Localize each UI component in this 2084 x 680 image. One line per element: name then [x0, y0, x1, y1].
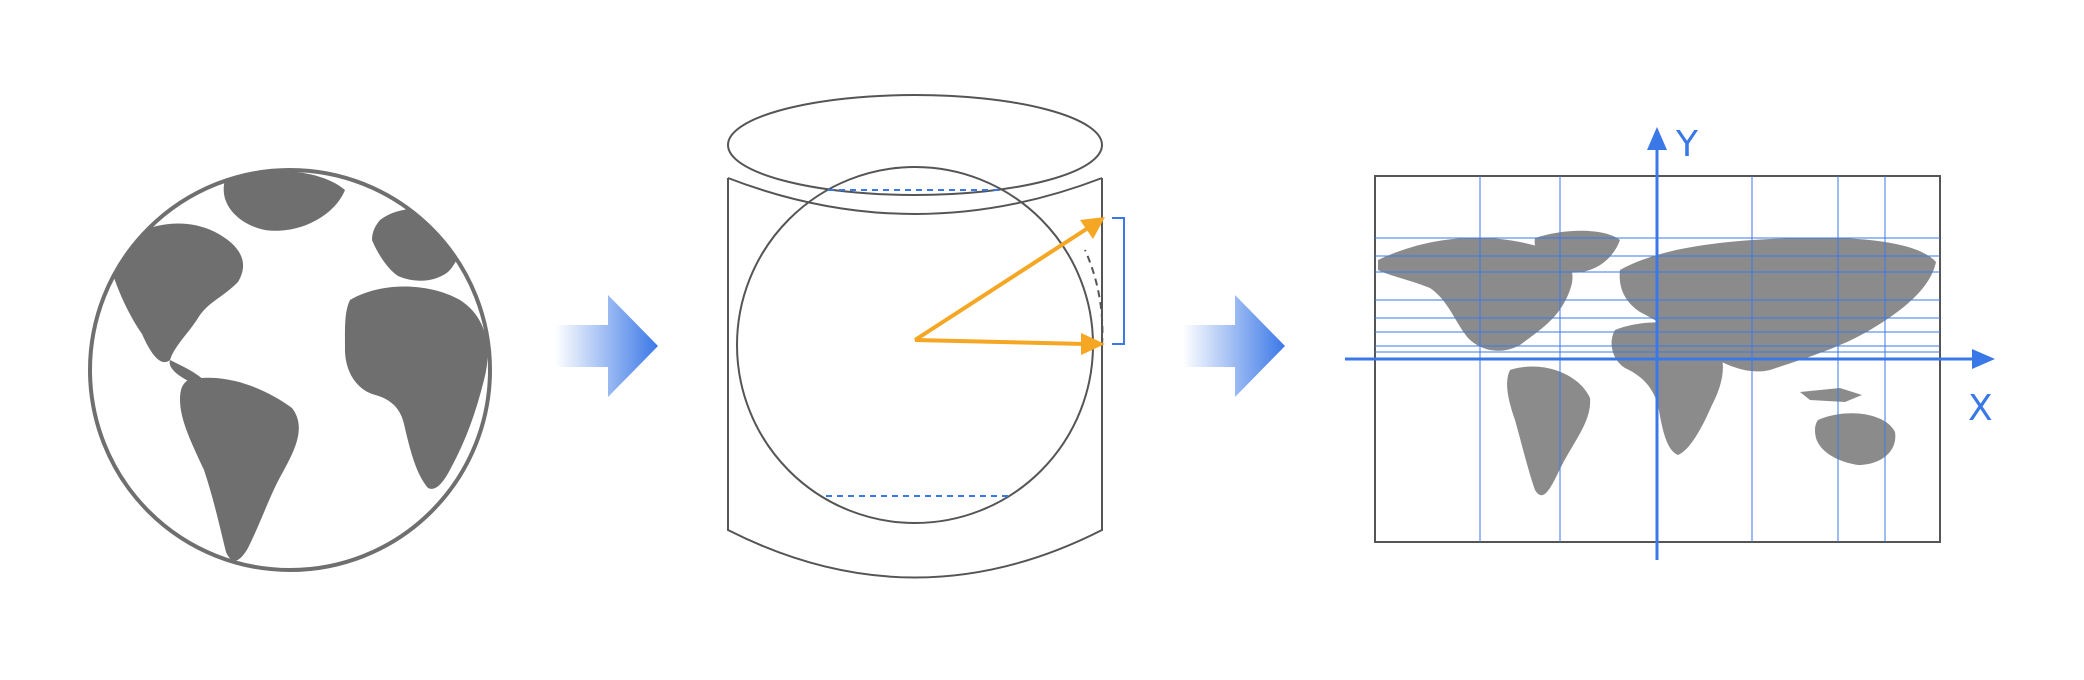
south-america-shape: [180, 377, 299, 561]
projection-bracket: [1112, 217, 1125, 345]
central-america-shape: [169, 360, 206, 384]
vector-lower-head: [1081, 333, 1105, 355]
globe-icon: [88, 168, 492, 572]
vector-upper: [913, 226, 1090, 342]
map-africa: [1611, 322, 1723, 455]
globe-outline: [88, 168, 492, 572]
arc-dashed: [1084, 249, 1104, 346]
vector-upper-head: [1080, 217, 1105, 239]
greenland-shape: [223, 170, 345, 231]
vector-lower: [914, 338, 1086, 346]
right-arrow-icon: [555, 295, 658, 397]
cylinder-top-ellipse: [727, 94, 1103, 196]
map-north-america: [1378, 237, 1573, 351]
cylinder-projection-illustration: [727, 94, 1125, 579]
x-axis-label: X: [1968, 388, 1993, 429]
y-axis-label: Y: [1675, 124, 1699, 165]
x-axis-arrowhead: [1972, 349, 1995, 369]
right-arrow-icon: [1183, 295, 1285, 397]
map-axes: X Y: [1345, 124, 1995, 560]
north-america-shape: [106, 223, 244, 363]
map-australia: [1814, 413, 1896, 465]
projection-vectors: [913, 217, 1105, 355]
africa-shape: [344, 286, 488, 489]
map-indonesia: [1800, 388, 1862, 402]
y-axis-arrowhead: [1647, 127, 1667, 150]
cylinder-body: [727, 177, 1103, 579]
map-greenland: [1534, 230, 1620, 273]
sphere-outline: [736, 166, 1094, 524]
map-south-america: [1507, 366, 1591, 496]
